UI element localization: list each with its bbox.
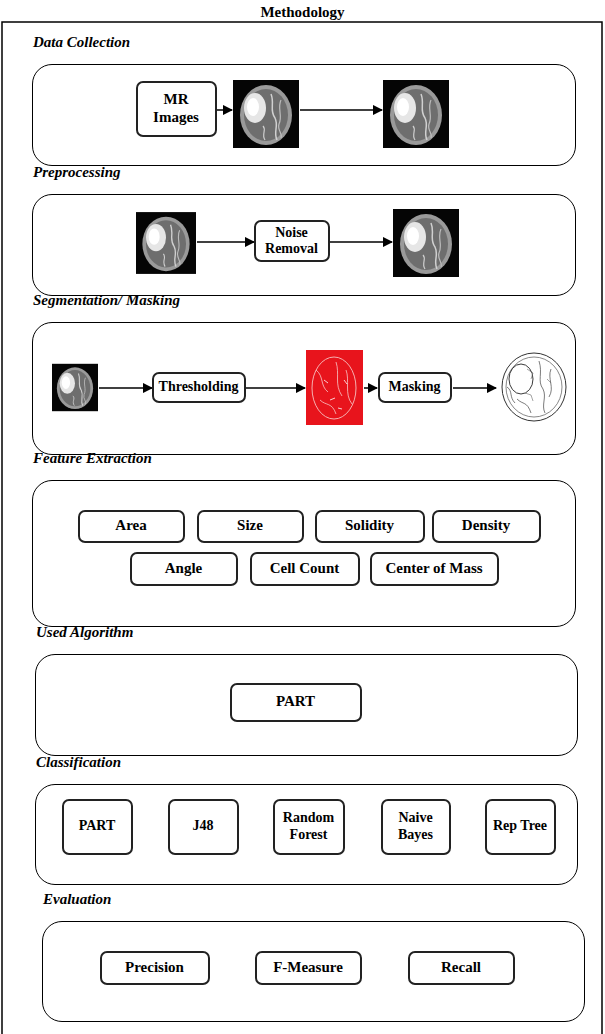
box-label: F-Measure <box>273 959 343 976</box>
box-label: Random Forest <box>279 810 339 842</box>
process-box: Rep Tree <box>485 799 556 855</box>
process-box: Recall <box>408 951 515 985</box>
box-label: Angle <box>165 560 203 577</box>
mri-image <box>136 212 196 274</box>
box-label: PART <box>276 693 315 710</box>
process-box: MR Images <box>136 81 217 137</box>
flow-arrow <box>330 241 392 243</box>
flow-arrow <box>99 387 152 389</box>
process-box: J48 <box>168 799 239 855</box>
box-label: Noise Removal <box>260 225 324 257</box>
mask-image <box>497 349 571 425</box>
flow-arrow <box>246 387 305 389</box>
process-box: Random Forest <box>273 799 345 855</box>
box-label: Size <box>237 517 263 534</box>
process-box: F-Measure <box>255 951 362 985</box>
flow-arrow <box>197 241 254 243</box>
process-box: Masking <box>378 372 452 403</box>
box-label: Naive Bayes <box>387 810 445 842</box>
process-box: Noise Removal <box>254 220 330 262</box>
section-heading: Preprocessing <box>33 162 121 182</box>
process-box: Cell Count <box>250 552 360 586</box>
process-box: Naive Bayes <box>381 799 451 855</box>
process-box: Solidity <box>315 510 425 543</box>
process-box: Angle <box>130 552 238 586</box>
mri-image <box>52 364 98 411</box>
flow-arrow <box>364 387 377 389</box>
box-label: Recall <box>441 959 481 976</box>
box-label: J48 <box>193 818 214 834</box>
process-box: Thresholding <box>152 372 246 403</box>
section-heading: Data Collection <box>33 32 130 52</box>
mri-image <box>393 209 459 277</box>
process-box: Density <box>432 510 541 543</box>
process-box: PART <box>230 683 362 722</box>
flow-arrow <box>216 109 232 111</box>
mri-image <box>383 80 449 148</box>
section-heading: Evaluation <box>43 889 111 909</box>
box-label: Density <box>462 517 510 534</box>
section-panel: EvaluationPrecisionF-MeasureRecall <box>42 921 585 1022</box>
box-label: Precision <box>125 959 184 976</box>
process-box: Precision <box>100 951 210 985</box>
section-heading: Segmentation/ Masking <box>33 290 180 310</box>
process-box: Center of Mass <box>370 552 499 586</box>
section-panel: Segmentation/ MaskingThresholdingMasking <box>32 322 576 455</box>
box-label: Rep Tree <box>493 818 547 834</box>
outer-frame <box>2 22 602 1034</box>
box-label: Thresholding <box>159 379 239 395</box>
box-label: Center of Mass <box>385 560 482 577</box>
mri-image <box>233 80 299 148</box>
threshold-image <box>306 350 363 425</box>
box-label: Area <box>115 517 146 534</box>
section-panel: Data CollectionMR Images <box>32 64 576 166</box>
flow-arrow <box>453 387 496 389</box>
section-panel: Used AlgorithmPART <box>35 654 578 756</box>
section-panel: ClassificationPARTJ48Random ForestNaive … <box>35 784 578 885</box>
box-label: Solidity <box>345 517 394 534</box>
section-panel: PreprocessingNoise Removal <box>32 194 576 296</box>
diagram-title: Methodology <box>0 3 605 21</box>
flow-arrow <box>300 109 382 111</box>
box-label: Cell Count <box>270 560 340 577</box>
section-panel: Feature ExtractionAreaSizeSolidityDensit… <box>32 480 576 627</box>
box-label: Masking <box>388 379 440 395</box>
process-box: PART <box>62 799 133 855</box>
section-heading: Used Algorithm <box>36 622 133 642</box>
box-label: PART <box>79 818 116 834</box>
process-box: Size <box>197 510 304 543</box>
section-heading: Classification <box>36 752 121 772</box>
process-box: Area <box>78 510 185 543</box>
box-label: MR Images <box>142 91 211 126</box>
section-heading: Feature Extraction <box>33 448 152 468</box>
